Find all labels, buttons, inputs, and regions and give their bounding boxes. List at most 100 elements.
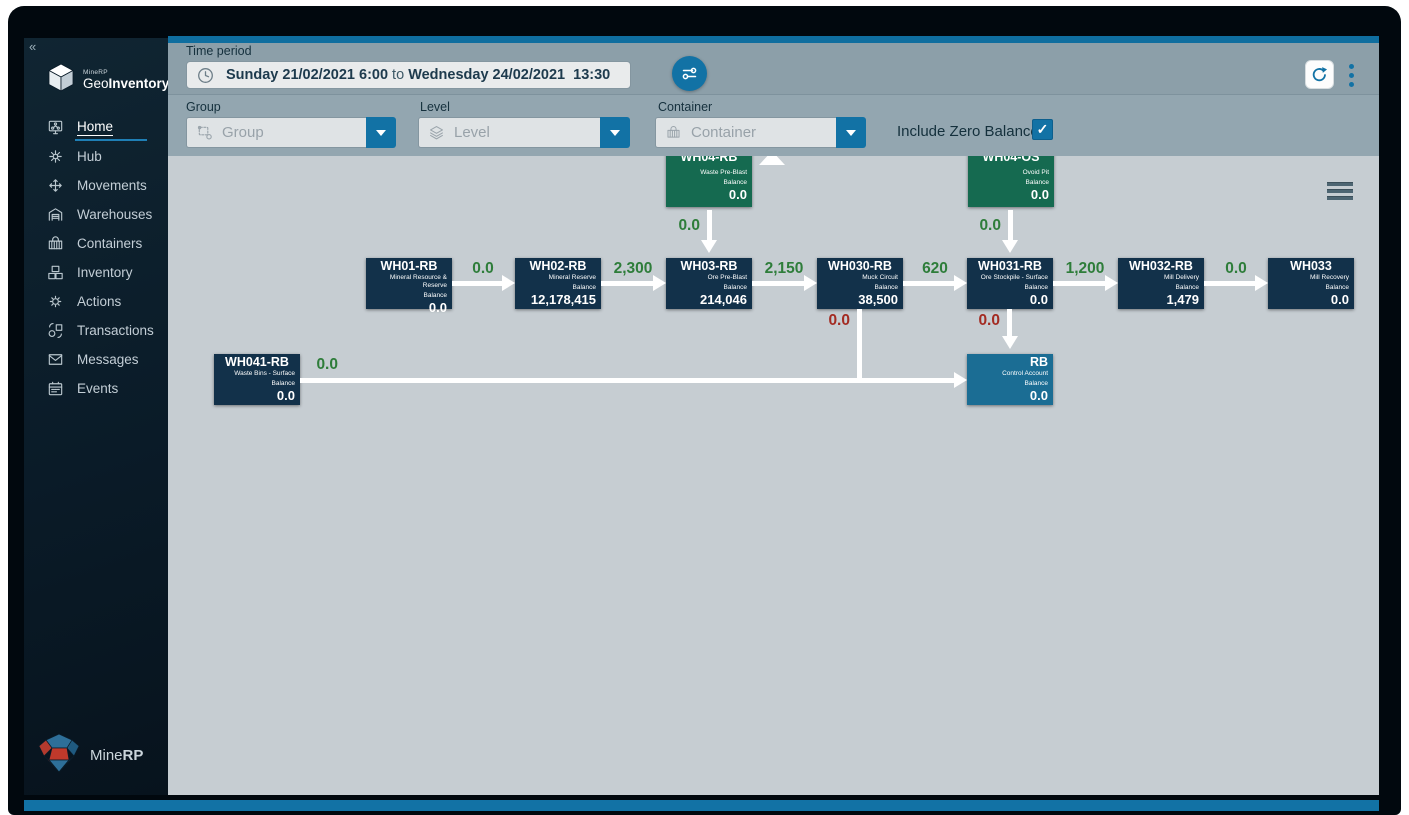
sidebar-item-label: Inventory: [77, 265, 133, 280]
minerp-footer-logo: MineRP: [36, 732, 143, 779]
group-dropdown[interactable]: Group: [186, 117, 396, 148]
level-dropdown[interactable]: Level: [418, 117, 630, 148]
sidebar-item-label: Movements: [77, 178, 147, 193]
bottom-accent-strip: [24, 800, 1379, 811]
arrow-line: [752, 281, 804, 286]
group-dropdown-button[interactable]: [366, 117, 396, 148]
node-wh032-rb[interactable]: WH032-RB Mill Delivery Balance 1,479: [1118, 258, 1204, 309]
group-dropdown-body: Group: [186, 117, 366, 148]
up-arrowhead-icon: [759, 156, 785, 165]
events-icon: [46, 379, 65, 398]
filter-settings-button[interactable]: [672, 56, 707, 91]
chevron-down-icon: [610, 130, 620, 136]
minerp-gem-icon: [36, 732, 82, 779]
minerp-footer-label: MineRP: [90, 747, 143, 764]
node-title: WH032-RB: [1123, 259, 1199, 274]
node-balance-label: Balance: [972, 380, 1048, 388]
flow-value-wh031-rb: 0.0: [966, 312, 1000, 330]
sidebar-nav: Home Hub Movements Warehouses Containers: [24, 113, 168, 403]
collapse-sidebar-button[interactable]: «: [29, 39, 36, 54]
node-wh04-os[interactable]: WH04-OS Ovoid Pit Balance 0.0: [968, 156, 1054, 207]
node-balance-label: Balance: [973, 179, 1049, 187]
flow-value-wh031-wh032: 1,200: [1045, 260, 1125, 278]
node-balance-value: 0.0: [972, 292, 1048, 307]
node-balance-value: 0.0: [973, 187, 1049, 202]
sidebar-item-inventory[interactable]: Inventory: [24, 258, 168, 287]
node-wh01-rb[interactable]: WH01-RB Mineral Resource & Reserve Balan…: [366, 258, 452, 309]
movements-icon: [46, 176, 65, 195]
arrow-line: [857, 309, 862, 383]
arrow-line: [1204, 281, 1255, 286]
sidebar-item-events[interactable]: Events: [24, 374, 168, 403]
node-wh030-rb[interactable]: WH030-RB Muck Circuit Balance 38,500: [817, 258, 903, 309]
transactions-icon: [46, 321, 65, 340]
check-icon: ✓: [1037, 121, 1049, 138]
menu-icon: [1327, 182, 1353, 186]
sidebar-item-movements[interactable]: Movements: [24, 171, 168, 200]
node-title: WH04-OS: [973, 156, 1049, 165]
flow-canvas[interactable]: WH04-RB Waste Pre-Blast Balance 0.0 WH04…: [168, 156, 1379, 795]
app-logo-text: MineRP GeoInventory®: [83, 69, 168, 91]
node-balance-value: 0.0: [219, 388, 295, 403]
node-subtitle: Ore Stockpile - Surface: [972, 274, 1048, 282]
node-balance-label: Balance: [371, 292, 447, 300]
sidebar-item-containers[interactable]: Containers: [24, 229, 168, 258]
node-balance-label: Balance: [1123, 284, 1199, 292]
more-options-button[interactable]: [1349, 64, 1355, 91]
node-title: WH04-RB: [671, 156, 747, 165]
arrow-line: [601, 281, 653, 286]
warehouses-icon: [46, 205, 65, 224]
flow-value-wh03-wh030: 2,150: [744, 260, 824, 278]
node-balance-value: 0.0: [671, 187, 747, 202]
top-accent-strip: [168, 36, 1379, 43]
refresh-button[interactable]: [1305, 60, 1334, 89]
diagram-menu-button[interactable]: [1327, 182, 1353, 203]
sidebar-item-transactions[interactable]: Transactions: [24, 316, 168, 345]
containers-icon: [46, 234, 65, 253]
time-period-value: Sunday 21/02/2021 6:00 to Wednesday 24/0…: [226, 67, 610, 83]
sidebar: « MineRP GeoInventory® Home: [24, 38, 168, 795]
container-dropdown[interactable]: Container: [655, 117, 866, 148]
node-subtitle: Muck Circuit: [822, 274, 898, 282]
node-wh033[interactable]: WH033 Mill Recovery Balance 0.0: [1268, 258, 1354, 309]
node-wh03-rb[interactable]: WH03-RB Ore Pre-Blast Balance 214,046: [666, 258, 752, 309]
node-balance-label: Balance: [671, 284, 747, 292]
sidebar-item-actions[interactable]: Actions: [24, 287, 168, 316]
sidebar-item-warehouses[interactable]: Warehouses: [24, 200, 168, 229]
node-wh041-rb[interactable]: WH041-RB Waste Bins - Surface Balance 0.…: [214, 354, 300, 405]
container-dropdown-button[interactable]: [836, 117, 866, 148]
flow-value-wh01-wh02: 0.0: [443, 260, 523, 278]
arrow-line: [1053, 281, 1105, 286]
node-wh04-rb[interactable]: WH04-RB Waste Pre-Blast Balance 0.0: [666, 156, 752, 207]
sidebar-item-messages[interactable]: Messages: [24, 345, 168, 374]
arrow-line: [1008, 210, 1013, 241]
chevron-down-icon: [376, 130, 386, 136]
level-icon: [428, 124, 445, 141]
app-logo: MineRP GeoInventory®: [46, 62, 168, 97]
node-subtitle: Waste Pre-Blast: [671, 169, 747, 177]
node-subtitle: Control Account: [972, 370, 1048, 378]
sidebar-item-home[interactable]: Home: [24, 113, 168, 142]
node-balance-label: Balance: [219, 380, 295, 388]
sidebar-item-label: Actions: [77, 294, 121, 309]
include-zero-balances-checkbox[interactable]: ✓: [1032, 119, 1053, 140]
toolbar-filters: Group Group Level Level Contai: [168, 94, 1379, 156]
menu-icon: [1327, 196, 1353, 200]
node-title: WH031-RB: [972, 259, 1048, 274]
node-wh02-rb[interactable]: WH02-RB Mineral Reserve Balance 12,178,4…: [515, 258, 601, 309]
sidebar-item-hub[interactable]: Hub: [24, 142, 168, 171]
node-subtitle: Mineral Resource & Reserve: [371, 274, 447, 290]
home-icon: [46, 118, 65, 137]
sidebar-item-label: Containers: [77, 236, 142, 251]
main-area: Time period Sunday 21/02/2021 6:00 to We…: [168, 38, 1379, 795]
arrow-line: [300, 378, 954, 383]
node-rb-control-account[interactable]: RB Control Account Balance 0.0: [967, 354, 1053, 405]
node-title: WH03-RB: [671, 259, 747, 274]
level-dropdown-button[interactable]: [600, 117, 630, 148]
sidebar-item-label: Warehouses: [77, 207, 152, 222]
node-subtitle: Ovoid Pit: [973, 169, 1049, 177]
time-period-input[interactable]: Sunday 21/02/2021 6:00 to Wednesday 24/0…: [186, 61, 631, 89]
node-wh031-rb[interactable]: WH031-RB Ore Stockpile - Surface Balance…: [967, 258, 1053, 309]
level-dropdown-body: Level: [418, 117, 600, 148]
node-title: WH041-RB: [219, 355, 295, 370]
